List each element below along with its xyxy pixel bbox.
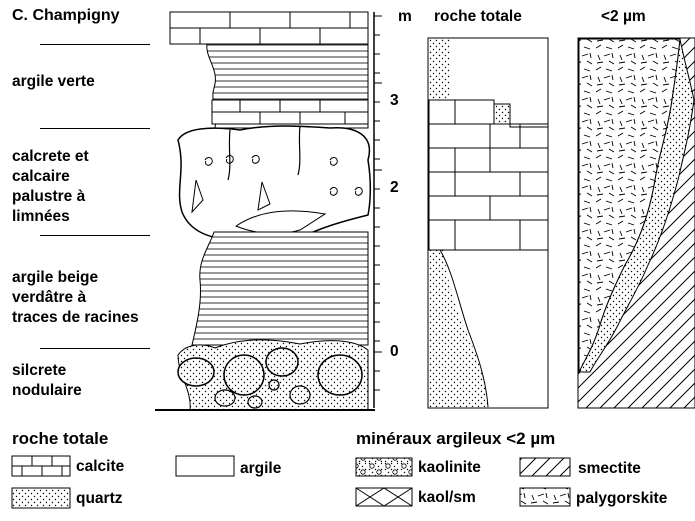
legend-title-clay: minéraux argileux <2 µm <box>356 429 555 449</box>
unit-separator <box>40 44 150 45</box>
unit-separator <box>40 348 150 349</box>
legend-title-bulk: roche totale <box>12 429 108 449</box>
header-clay-fraction: <2 µm <box>601 8 646 26</box>
unit-separator <box>40 128 150 129</box>
unit-label-silcrete: silcrete nodulaire <box>12 361 82 401</box>
column-title: C. Champigny <box>12 6 120 26</box>
unit-label-calcrete: calcrete et calcaire palustre à limnées <box>12 147 89 227</box>
bulk-rock-column <box>428 38 548 408</box>
legend-label-quartz: quartz <box>76 490 123 508</box>
lithology-column <box>155 12 375 410</box>
scale-bar <box>374 12 382 408</box>
legend-label-smectite: smectite <box>578 460 641 478</box>
scale-tick-3: 3 <box>390 92 399 110</box>
legend-label-kaol-sm: kaol/sm <box>418 489 476 507</box>
header-bulk-rock: roche totale <box>434 8 522 26</box>
scale-tick-0: 0 <box>390 343 399 361</box>
unit-label-argile-verte: argile verte <box>12 72 95 92</box>
unit-separator <box>40 235 150 236</box>
legend-label-argile: argile <box>240 460 281 478</box>
unit-label-argile-beige: argile beige verdâtre à traces de racine… <box>12 268 139 328</box>
clay-fraction-column <box>578 38 695 408</box>
legend-label-calcite: calcite <box>76 458 124 476</box>
legend-label-palygorskite: palygorskite <box>576 490 667 508</box>
scale-tick-2: 2 <box>390 179 399 197</box>
legend-label-kaolinite: kaolinite <box>418 459 481 477</box>
scale-unit-label: m <box>398 8 412 26</box>
